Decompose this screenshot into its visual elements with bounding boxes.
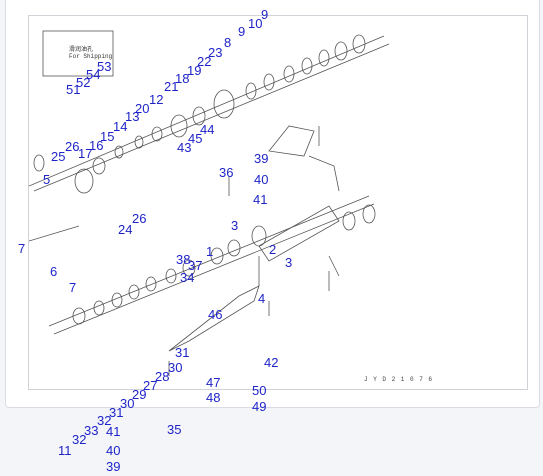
callout-38[interactable]: 38 bbox=[176, 252, 191, 267]
callout-50[interactable]: 50 bbox=[252, 383, 267, 398]
callout-26[interactable]: 26 bbox=[65, 139, 80, 154]
callout-36[interactable]: 36 bbox=[219, 165, 234, 180]
callout-31[interactable]: 31 bbox=[175, 345, 190, 360]
callout-12[interactable]: 12 bbox=[149, 92, 164, 107]
callout-9[interactable]: 9 bbox=[261, 7, 269, 22]
callout-54[interactable]: 54 bbox=[86, 67, 101, 82]
callout-23[interactable]: 23 bbox=[208, 45, 223, 60]
caption-line-2: For Shipping bbox=[69, 53, 113, 60]
callout-24[interactable]: 24 bbox=[118, 222, 133, 237]
callout-45[interactable]: 45 bbox=[188, 131, 203, 146]
callout-46[interactable]: 46 bbox=[208, 307, 223, 322]
shipping-inset-caption: 滑润油孔 For Shipping bbox=[69, 46, 112, 60]
callout-32b[interactable]: 32 bbox=[72, 432, 87, 447]
callout-52[interactable]: 52 bbox=[76, 75, 91, 90]
callout-44[interactable]: 44 bbox=[200, 122, 215, 137]
callout-19[interactable]: 19 bbox=[187, 63, 202, 78]
content-panel: 滑润油孔 For Shipping J Y D 2 1 0 7 6 bbox=[5, 0, 540, 408]
callout-39b[interactable]: 39 bbox=[106, 459, 121, 474]
callout-13[interactable]: 13 bbox=[125, 109, 140, 124]
callout-7b[interactable]: 7 bbox=[69, 280, 77, 295]
callout-41b[interactable]: 41 bbox=[106, 424, 121, 439]
callout-3[interactable]: 3 bbox=[231, 218, 239, 233]
callout-41[interactable]: 41 bbox=[253, 192, 268, 207]
inset-box bbox=[42, 30, 114, 77]
callout-8[interactable]: 8 bbox=[224, 35, 232, 50]
exploded-view-drawing bbox=[29, 30, 390, 376]
parts-diagram: 滑润油孔 For Shipping J Y D 2 1 0 7 6 bbox=[28, 15, 528, 390]
callout-30b[interactable]: 30 bbox=[120, 396, 135, 411]
callout-49[interactable]: 49 bbox=[252, 399, 267, 414]
callout-21[interactable]: 21 bbox=[164, 79, 179, 94]
callout-9b[interactable]: 9 bbox=[238, 24, 246, 39]
callout-28[interactable]: 28 bbox=[155, 369, 170, 384]
callout-51[interactable]: 51 bbox=[66, 82, 81, 97]
callout-6[interactable]: 6 bbox=[50, 264, 58, 279]
callout-32[interactable]: 32 bbox=[97, 413, 112, 428]
caption-line-1: 滑润油孔 bbox=[69, 46, 94, 53]
callout-39[interactable]: 39 bbox=[254, 151, 269, 166]
callout-30[interactable]: 30 bbox=[168, 360, 183, 375]
callout-1[interactable]: 1 bbox=[206, 244, 214, 259]
callout-10[interactable]: 10 bbox=[248, 16, 263, 31]
callout-40b[interactable]: 40 bbox=[106, 443, 121, 458]
callout-34[interactable]: 34 bbox=[180, 270, 195, 285]
callout-20[interactable]: 20 bbox=[135, 101, 150, 116]
callout-27[interactable]: 27 bbox=[143, 378, 158, 393]
callout-35[interactable]: 35 bbox=[167, 422, 182, 437]
callout-53[interactable]: 53 bbox=[97, 59, 112, 74]
callout-29[interactable]: 29 bbox=[132, 387, 147, 402]
callout-14[interactable]: 14 bbox=[113, 119, 128, 134]
callout-48[interactable]: 48 bbox=[206, 390, 221, 405]
callout-17[interactable]: 17 bbox=[78, 146, 93, 161]
callout-2[interactable]: 2 bbox=[269, 242, 277, 257]
callout-22[interactable]: 22 bbox=[197, 54, 212, 69]
callout-3b[interactable]: 3 bbox=[285, 255, 293, 270]
callout-11[interactable]: 11 bbox=[58, 443, 72, 458]
callout-16[interactable]: 16 bbox=[89, 138, 104, 153]
callout-47[interactable]: 47 bbox=[206, 375, 221, 390]
callout-4[interactable]: 4 bbox=[258, 291, 266, 306]
callout-42[interactable]: 42 bbox=[264, 355, 279, 370]
callout-40[interactable]: 40 bbox=[254, 172, 269, 187]
callout-26b[interactable]: 26 bbox=[132, 211, 147, 226]
drawing-code: J Y D 2 1 0 7 6 bbox=[364, 376, 434, 383]
callout-25[interactable]: 25 bbox=[51, 149, 66, 164]
callout-37[interactable]: 37 bbox=[188, 258, 203, 273]
callout-7[interactable]: 7 bbox=[18, 241, 26, 256]
callout-15[interactable]: 15 bbox=[100, 129, 115, 144]
callout-18[interactable]: 18 bbox=[175, 71, 190, 86]
callout-5[interactable]: 5 bbox=[43, 172, 51, 187]
callout-31b[interactable]: 31 bbox=[109, 405, 124, 420]
callout-43[interactable]: 43 bbox=[177, 140, 192, 155]
callout-33[interactable]: 33 bbox=[84, 423, 99, 438]
